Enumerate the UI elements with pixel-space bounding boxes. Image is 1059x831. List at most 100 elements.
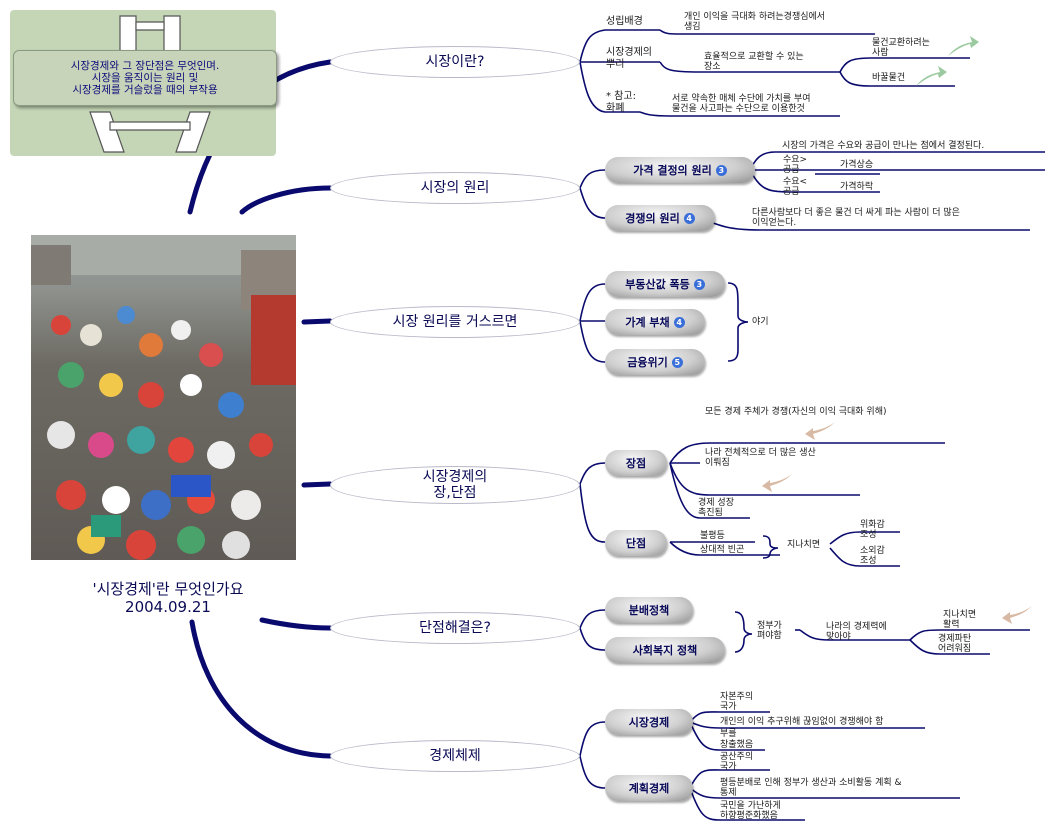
number-badge: 5 bbox=[671, 356, 683, 368]
header-caption: 시장경제와 그 장단점은 무엇인며. 시장을 움직이는 원리 및 시장경제를 거… bbox=[13, 50, 277, 106]
advantage-bottom-text: 경제 성장 bbox=[698, 498, 734, 508]
competition-text: 이익얻는다. bbox=[752, 218, 797, 228]
communism-text: 공산주의 bbox=[720, 752, 754, 762]
advantage-mid-text: 이뤄짐 bbox=[705, 458, 730, 468]
alienation-text: 소외감 bbox=[860, 546, 885, 556]
center-topic: '시장경제'란 무엇인가요 2004.09.21 bbox=[52, 580, 284, 616]
branch-label: 시장의 원리 bbox=[420, 180, 490, 196]
node-origin-text: 개인 이익을 극대화 하려는경쟁심에서 bbox=[684, 12, 826, 22]
node-money-text: 물건을 사고파는 수단으로 이용한것 bbox=[672, 104, 805, 114]
branch-label: 시장 원리를 거스르면 bbox=[392, 314, 518, 330]
market-economy-text: 부를 bbox=[720, 729, 737, 739]
cause-text: 야기 bbox=[752, 317, 769, 327]
discord-text: 위화감 bbox=[860, 520, 885, 530]
center-date: 2004.09.21 bbox=[125, 598, 211, 616]
demand-gt-supply: 공급 bbox=[783, 165, 800, 175]
branch-market-principle[interactable]: 시장의 원리 bbox=[330, 172, 580, 204]
branch-against-principle[interactable]: 시장 원리를 거스르면 bbox=[330, 306, 580, 338]
market-economy-text: 창출했음 bbox=[720, 740, 754, 750]
pill-label: 부동산값 폭등 bbox=[625, 278, 690, 291]
node-money-text: 서로 약속한 매체 수단에 가치를 부여 bbox=[672, 94, 811, 104]
communism-text: 국가 bbox=[720, 762, 737, 772]
node-origin: 성립배경 bbox=[606, 16, 643, 27]
market-umbrellas-image bbox=[31, 235, 296, 560]
price-up: 가격상승 bbox=[840, 160, 874, 170]
center-title: '시장경제'란 무엇인가요 bbox=[92, 580, 244, 598]
branch-pros-cons[interactable]: 시장경제의 장,단점 bbox=[330, 466, 580, 504]
price-decision-text: 시장의 가격은 수요와 공급이 만나는 점에서 결정된다. bbox=[782, 141, 985, 151]
branch-label: 시장이란? bbox=[425, 54, 485, 70]
market-economy-text: 개인의 이익 추구위해 끊임없이 경쟁해야 함 bbox=[720, 717, 884, 727]
capitalism-text: 자본주의 bbox=[720, 692, 754, 702]
pill-label: 단점 bbox=[625, 537, 647, 550]
down-left-arrow-icon bbox=[1002, 606, 1032, 624]
distribution-policy-pill[interactable]: 분배정책 bbox=[605, 597, 693, 623]
inequality: 불평등 bbox=[700, 531, 725, 541]
node-trader: 물건교환하려는 bbox=[872, 38, 930, 48]
vitality-text: 지나치면 bbox=[943, 610, 977, 620]
economy-fit-text: 맞아야 bbox=[826, 632, 851, 642]
number-badge: 4 bbox=[683, 212, 695, 224]
planned-economy-result: 국민을 가난하게 bbox=[720, 801, 781, 811]
disadvantage-pill[interactable]: 단점 bbox=[605, 530, 667, 556]
number-badge: 4 bbox=[673, 316, 685, 328]
number-badge: 3 bbox=[693, 278, 705, 290]
branch-label: 경제체제 bbox=[429, 748, 481, 764]
pill-label: 계획경제 bbox=[628, 782, 670, 795]
header-caption-line: 시장을 움직이는 원리 및 bbox=[91, 72, 199, 84]
government-text: 펴야함 bbox=[757, 631, 782, 641]
collapse-text: 어려워짐 bbox=[938, 644, 972, 654]
market-economy-pill[interactable]: 시장경제 bbox=[605, 709, 693, 735]
discord-text: 조성 bbox=[860, 530, 877, 540]
number-badge: 3 bbox=[715, 164, 727, 176]
pill-label: 분배정책 bbox=[628, 604, 670, 617]
government-text: 정부가 bbox=[757, 621, 782, 631]
competition-text: 다른사람보다 더 좋은 물건 더 싸게 파는 사람이 더 많은 bbox=[752, 208, 960, 218]
capitalism-text: 국가 bbox=[720, 702, 737, 712]
advantage-top-text: 모든 경제 주체가 경쟁(자신의 이익 극대화 위해) bbox=[705, 407, 887, 417]
vitality-text: 활력 bbox=[943, 620, 960, 630]
node-money: 화폐 bbox=[606, 103, 625, 114]
pill-label: 경쟁의 원리 bbox=[625, 212, 680, 225]
branch-solution[interactable]: 단점해결은? bbox=[330, 612, 580, 644]
economy-fit-text: 나라의 경제력에 bbox=[826, 622, 887, 632]
advantage-pill[interactable]: 장점 bbox=[605, 450, 667, 476]
demand-gt-supply: 수요> bbox=[783, 155, 808, 165]
header-caption-line: 시장경제와 그 장단점은 무엇인며. bbox=[70, 60, 220, 72]
advantage-bottom-text: 촉진됨 bbox=[698, 508, 723, 518]
collapse-text: 경제파탄 bbox=[938, 634, 972, 644]
pill-label: 가계 부채 bbox=[625, 316, 670, 329]
up-arrow-icon bbox=[916, 66, 947, 86]
branch-label: 시장경제의 bbox=[422, 469, 488, 485]
header-caption-line: 시장경제를 거슬렀을 때의 부작용 bbox=[72, 84, 218, 96]
branch-what-is-market[interactable]: 시장이란? bbox=[330, 46, 580, 78]
alienation-text: 조성 bbox=[860, 556, 877, 566]
pill-label: 금융위기 bbox=[627, 356, 668, 369]
excess-text: 지나치면 bbox=[787, 540, 821, 550]
up-arrow-icon bbox=[948, 36, 979, 56]
branch-label: 장,단점 bbox=[433, 485, 477, 501]
down-left-arrow-icon bbox=[762, 474, 792, 492]
planned-economy-pill[interactable]: 계획경제 bbox=[605, 775, 693, 801]
node-root-text: 효율적으로 교환할 수 있는 bbox=[704, 52, 804, 62]
node-money: * 참고: bbox=[606, 91, 636, 102]
planned-economy-text: 평등분배로 인해 정부가 생산과 소비활동 계획 & bbox=[720, 778, 902, 788]
pill-label: 시장경제 bbox=[628, 716, 670, 729]
market-photo bbox=[31, 235, 296, 560]
welfare-policy-pill[interactable]: 사회복지 정책 bbox=[605, 637, 725, 663]
node-root: 뿌리 bbox=[606, 59, 625, 70]
node-trader: 사람 bbox=[872, 48, 889, 58]
demand-lt-supply: 수요< bbox=[783, 177, 808, 187]
advantage-mid-text: 나라 전체적으로 더 많은 생산 bbox=[705, 448, 816, 458]
relative-poverty: 상대적 빈곤 bbox=[700, 545, 745, 555]
branch-economic-system[interactable]: 경제체제 bbox=[330, 740, 580, 772]
node-goods: 바꿀물건 bbox=[872, 73, 906, 83]
pill-label: 사회복지 정책 bbox=[632, 644, 698, 657]
node-root-text: 장소 bbox=[704, 62, 721, 72]
